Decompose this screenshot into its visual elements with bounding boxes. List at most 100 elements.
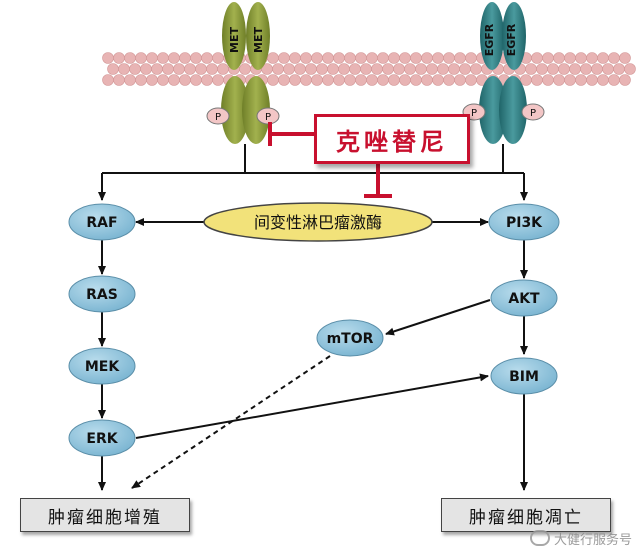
outcome-apoptosis: 肿瘤细胞凋亡 [441, 498, 611, 532]
membrane-lipid [613, 63, 625, 75]
membrane-lipid [300, 52, 312, 64]
membrane-lipid [129, 63, 141, 75]
membrane-lipid [184, 63, 196, 75]
membrane-lipid [190, 74, 202, 86]
membrane-lipid [113, 74, 125, 86]
met-phospho-left [206, 107, 230, 125]
membrane-lipid [157, 52, 169, 64]
alk-label: 间变性淋巴瘤激酶 [254, 213, 382, 232]
membrane-lipid [586, 52, 598, 64]
egfr-phospho-right-label: P [530, 108, 536, 119]
membrane-lipid [162, 63, 174, 75]
membrane-lipid [168, 52, 180, 64]
membrane-lipid [564, 74, 576, 86]
membrane-lipid [421, 52, 433, 64]
membrane-lipid [135, 74, 147, 86]
egfr-phospho-left-label: P [471, 108, 477, 119]
membrane-lipid [289, 52, 301, 64]
membrane-lipid [399, 74, 411, 86]
membrane-lipid [399, 52, 411, 64]
membrane-lipid [300, 74, 312, 86]
membrane-lipid [135, 52, 147, 64]
membrane-lipid [542, 52, 554, 64]
membrane-lipid [173, 63, 185, 75]
membrane-lipid [426, 63, 438, 75]
membrane-lipid [591, 63, 603, 75]
membrane-lipid [278, 74, 290, 86]
membrane-lipid [410, 74, 422, 86]
arrow-erk-to-bim [135, 373, 489, 439]
membrane-lipid [102, 52, 114, 64]
membrane-lipid [531, 52, 543, 64]
cell-membrane [102, 52, 636, 86]
wechat-icon [530, 530, 550, 546]
membrane-lipid [459, 63, 471, 75]
membrane-lipid [349, 63, 361, 75]
membrane-lipid [316, 63, 328, 75]
membrane-lipid [443, 74, 455, 86]
membrane-lipid [179, 74, 191, 86]
node-raf-label: RAF [86, 215, 117, 231]
membrane-lipid [553, 74, 565, 86]
membrane-lipid [217, 63, 229, 75]
membrane-lipid [333, 74, 345, 86]
membrane-lipid [289, 74, 301, 86]
membrane-lipid [619, 52, 631, 64]
node-ras: RAS [68, 275, 136, 313]
met-label-right: MET [252, 27, 265, 53]
membrane-lipid [377, 52, 389, 64]
pathway-arrows [98, 173, 528, 491]
crizotinib-callout: 克唑替尼 [314, 114, 470, 164]
membrane-lipid [267, 74, 279, 86]
membrane-lipid [151, 63, 163, 75]
membrane-lipid [377, 74, 389, 86]
membrane-lipid [371, 63, 383, 75]
egfr-label-right: EGFR [505, 23, 518, 56]
membrane-lipid [102, 74, 114, 86]
membrane-lipid [547, 63, 559, 75]
node-bim-label: BIM [509, 369, 539, 385]
membrane-lipid [388, 52, 400, 64]
membrane-lipid [382, 63, 394, 75]
node-ras-label: RAS [86, 287, 118, 303]
membrane-lipid [322, 52, 334, 64]
membrane-lipid [157, 74, 169, 86]
node-erk: ERK [68, 419, 136, 457]
node-raf: RAF [68, 203, 136, 241]
met-phospho-left-label: P [215, 112, 221, 123]
membrane-lipid [586, 74, 598, 86]
membrane-lipid [437, 63, 449, 75]
membrane-lipid [327, 63, 339, 75]
membrane-lipid [311, 52, 323, 64]
membrane-lipid [470, 63, 482, 75]
membrane-lipid [558, 63, 570, 75]
inhibition-marks [268, 122, 392, 198]
membrane-lipid [410, 52, 422, 64]
membrane-lipid [432, 52, 444, 64]
egfr-receptor: EGFR EGFR P P [462, 2, 545, 144]
membrane-lipid [366, 74, 378, 86]
membrane-lipid [118, 63, 130, 75]
membrane-lipid [124, 74, 136, 86]
watermark-text: 大健行服务号 [554, 532, 633, 548]
met-phospho-right-label: P [265, 112, 271, 123]
outcome-proliferation: 肿瘤细胞增殖 [20, 498, 190, 532]
membrane-lipid [146, 74, 158, 86]
membrane-lipid [404, 63, 416, 75]
membrane-lipid [448, 63, 460, 75]
membrane-lipid [212, 52, 224, 64]
membrane-lipid [388, 74, 400, 86]
membrane-lipid [305, 63, 317, 75]
membrane-lipid [553, 52, 565, 64]
membrane-lipid [113, 52, 125, 64]
membrane-lipid [140, 63, 152, 75]
membrane-lipid [344, 52, 356, 64]
membrane-lipid [267, 52, 279, 64]
node-bim: BIM [490, 357, 558, 395]
membrane-lipid [107, 63, 119, 75]
membrane-lipid [454, 52, 466, 64]
membrane-lipid [344, 74, 356, 86]
node-akt: AKT [490, 279, 558, 317]
membrane-lipid [569, 63, 581, 75]
met-label-left: MET [228, 27, 241, 53]
